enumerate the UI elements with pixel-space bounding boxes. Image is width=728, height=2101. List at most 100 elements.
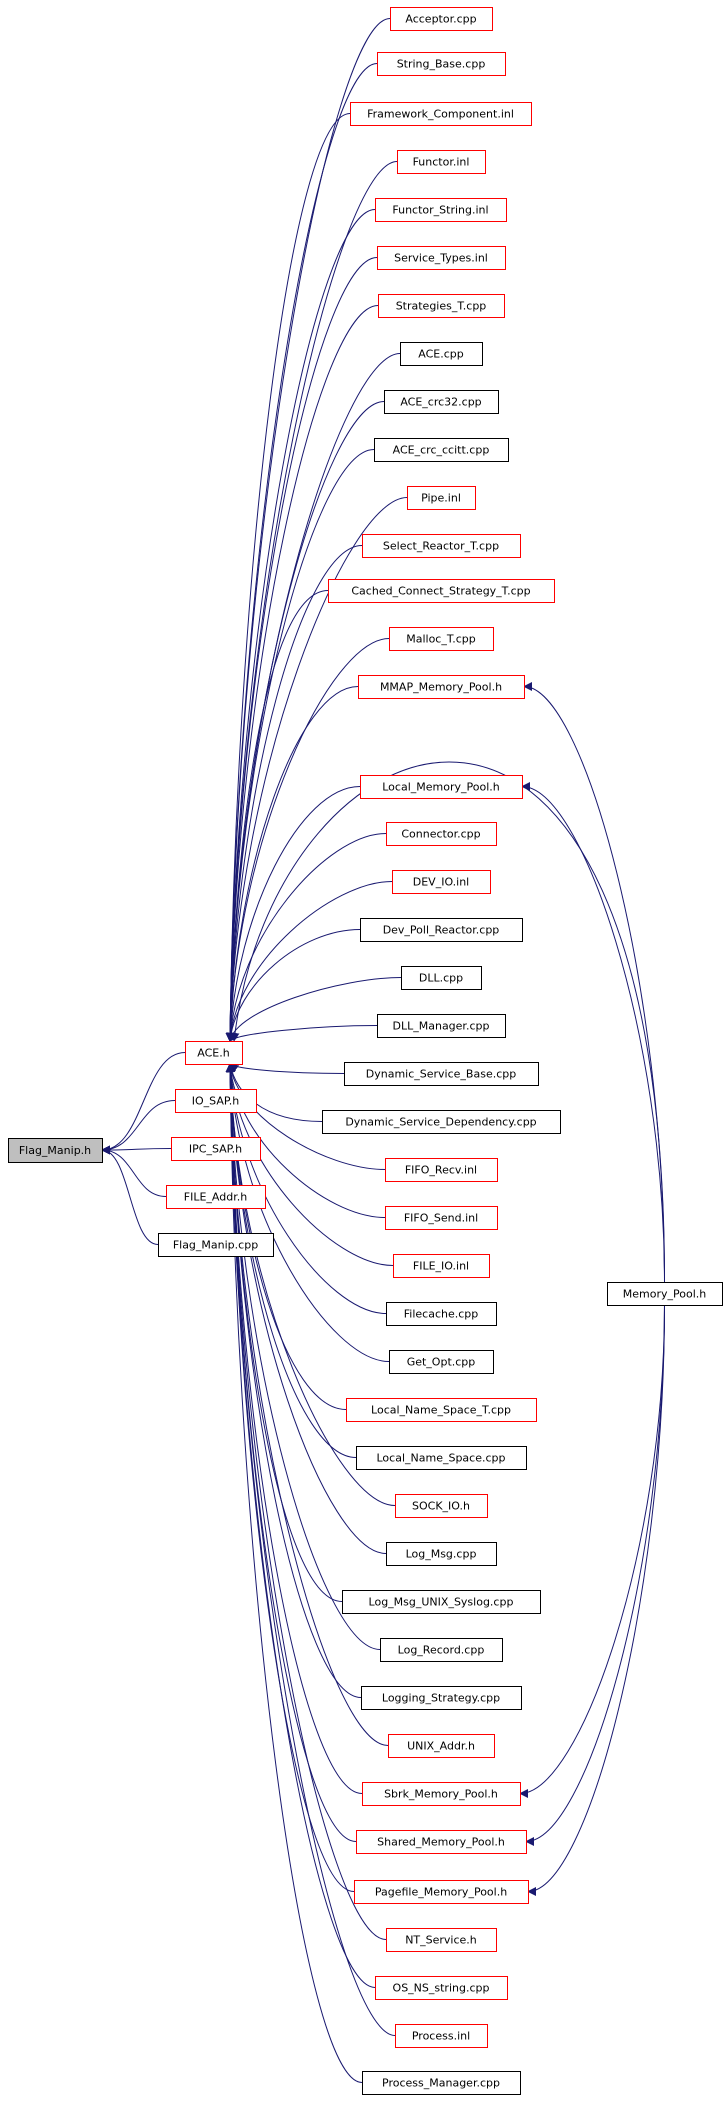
node-fifo-recv-inl[interactable]: FIFO_Recv.inl <box>385 1158 498 1182</box>
node-memory-pool-h: Memory_Pool.h <box>607 1282 723 1306</box>
node-fifo-send-inl[interactable]: FIFO_Send.inl <box>385 1206 498 1230</box>
node-filecache-cpp: Filecache.cpp <box>386 1302 497 1326</box>
node-pagefile-memory-pool-h[interactable]: Pagefile_Memory_Pool.h <box>354 1880 529 1904</box>
node-label: Select_Reactor_T.cpp <box>383 540 499 553</box>
node-box[interactable] <box>397 150 486 174</box>
node-connector-cpp[interactable]: Connector.cpp <box>386 822 497 846</box>
node-box <box>361 1686 522 1710</box>
node-box[interactable] <box>375 1976 508 2000</box>
node-box[interactable] <box>171 1137 261 1161</box>
node-box[interactable] <box>354 1880 529 1904</box>
node-box[interactable] <box>362 534 521 558</box>
node-string-base-cpp[interactable]: String_Base.cpp <box>377 52 506 76</box>
node-box[interactable] <box>358 675 525 699</box>
node-label: SOCK_IO.h <box>412 1500 470 1513</box>
node-box[interactable] <box>362 1782 521 1806</box>
node-box[interactable] <box>389 627 494 651</box>
node-ace-h[interactable]: ACE.h <box>185 1041 243 1065</box>
node-box <box>344 1062 539 1086</box>
node-box <box>389 1350 494 1374</box>
node-box[interactable] <box>385 1158 498 1182</box>
edge-memory_pool_h-to-local_memory_pool_h <box>521 782 665 1283</box>
node-acceptor-cpp[interactable]: Acceptor.cpp <box>390 7 493 31</box>
node-service-types-inl[interactable]: Service_Types.inl <box>377 246 506 270</box>
node-sock-io-h[interactable]: SOCK_IO.h <box>395 1494 488 1518</box>
node-label: Dev_Poll_Reactor.cpp <box>383 924 500 937</box>
node-functor-string-inl[interactable]: Functor_String.inl <box>375 198 507 222</box>
node-dynamic-service-base-cpp: Dynamic_Service_Base.cpp <box>344 1062 539 1086</box>
node-box[interactable] <box>386 822 497 846</box>
node-cached-connect-strategy-t-cpp[interactable]: Cached_Connect_Strategy_T.cpp <box>328 579 555 603</box>
edge-string_base_cpp-to-ace_h <box>225 63 378 1042</box>
node-mmap-memory-pool-h[interactable]: MMAP_Memory_Pool.h <box>358 675 525 699</box>
node-box[interactable] <box>377 52 506 76</box>
edge-dll_cpp-to-ace_h <box>227 977 402 1042</box>
node-box[interactable] <box>407 486 476 510</box>
edge-service_types_inl-to-ace_h <box>225 257 378 1042</box>
edge-cached_connect_strategy_t_cpp-to-ace_h <box>225 590 329 1042</box>
node-box[interactable] <box>328 579 555 603</box>
node-box[interactable] <box>390 7 493 31</box>
node-box[interactable] <box>386 1928 497 1952</box>
node-pipe-inl[interactable]: Pipe.inl <box>407 486 476 510</box>
node-box[interactable] <box>395 1494 488 1518</box>
node-label: DEV_IO.inl <box>413 876 469 889</box>
node-box[interactable] <box>388 1734 495 1758</box>
node-os-ns-string-cpp[interactable]: OS_NS_string.cpp <box>375 1976 508 2000</box>
node-local-name-space-t-cpp[interactable]: Local_Name_Space_T.cpp <box>346 1398 537 1422</box>
node-label: Pagefile_Memory_Pool.h <box>375 1886 507 1899</box>
node-local-name-space-cpp: Local_Name_Space.cpp <box>356 1446 527 1470</box>
node-label: Acceptor.cpp <box>405 13 476 26</box>
edge-local_memory_pool_h-to-ace_h <box>225 786 361 1042</box>
node-box <box>8 1138 103 1163</box>
node-shared-memory-pool-h[interactable]: Shared_Memory_Pool.h <box>356 1830 527 1854</box>
node-box <box>362 2071 521 2095</box>
node-process-inl[interactable]: Process.inl <box>395 2024 488 2048</box>
node-box[interactable] <box>377 246 506 270</box>
edge-fifo_recv_inl-to-ace_h <box>226 1063 386 1170</box>
node-box[interactable] <box>350 102 532 126</box>
node-file-io-inl[interactable]: FILE_IO.inl <box>393 1254 490 1278</box>
node-box[interactable] <box>385 1206 498 1230</box>
node-ipc-sap-h[interactable]: IPC_SAP.h <box>171 1137 261 1161</box>
edge-memory_pool_h-to-mmap_memory_pool_h <box>523 682 665 1283</box>
edge-framework_component_inl-to-ace_h <box>225 113 351 1042</box>
node-label: Filecache.cpp <box>404 1308 479 1321</box>
node-box[interactable] <box>360 775 523 799</box>
node-sbrk-memory-pool-h[interactable]: Sbrk_Memory_Pool.h <box>362 1782 521 1806</box>
node-nt-service-h[interactable]: NT_Service.h <box>386 1928 497 1952</box>
node-label: DLL.cpp <box>419 972 463 985</box>
edge-acceptor_cpp-to-ace_h <box>225 18 391 1042</box>
node-strategies-t-cpp[interactable]: Strategies_T.cpp <box>378 294 505 318</box>
node-box[interactable] <box>185 1041 243 1065</box>
edge-mmap_memory_pool_h-to-ace_h <box>225 686 359 1042</box>
node-select-reactor-t-cpp[interactable]: Select_Reactor_T.cpp <box>362 534 521 558</box>
node-malloc-t-cpp[interactable]: Malloc_T.cpp <box>389 627 494 651</box>
node-box[interactable] <box>375 198 507 222</box>
node-file-addr-h[interactable]: FILE_Addr.h <box>166 1185 266 1209</box>
node-framework-component-inl[interactable]: Framework_Component.inl <box>350 102 532 126</box>
node-box[interactable] <box>346 1398 537 1422</box>
node-box[interactable] <box>395 2024 488 2048</box>
node-box[interactable] <box>356 1830 527 1854</box>
node-dynamic-service-dependency-cpp: Dynamic_Service_Dependency.cpp <box>322 1110 561 1134</box>
node-box[interactable] <box>392 870 491 894</box>
node-label: ACE_crc_ccitt.cpp <box>393 444 490 457</box>
node-label: DLL_Manager.cpp <box>393 1020 490 1033</box>
node-label: Memory_Pool.h <box>623 1288 706 1301</box>
node-local-memory-pool-h[interactable]: Local_Memory_Pool.h <box>360 775 523 799</box>
node-box[interactable] <box>393 1254 490 1278</box>
nodes-layer: Flag_Manip.hACE.hIO_SAP.hIPC_SAP.hFILE_A… <box>8 7 723 2095</box>
node-io-sap-h[interactable]: IO_SAP.h <box>175 1089 257 1113</box>
node-box[interactable] <box>166 1185 266 1209</box>
node-label: ACE.h <box>197 1047 229 1060</box>
node-box[interactable] <box>378 294 505 318</box>
node-functor-inl[interactable]: Functor.inl <box>397 150 486 174</box>
node-box <box>386 1542 497 1566</box>
node-get-opt-cpp: Get_Opt.cpp <box>389 1350 494 1374</box>
node-dev-io-inl[interactable]: DEV_IO.inl <box>392 870 491 894</box>
node-unix-addr-h[interactable]: UNIX_Addr.h <box>388 1734 495 1758</box>
node-box[interactable] <box>175 1089 257 1113</box>
